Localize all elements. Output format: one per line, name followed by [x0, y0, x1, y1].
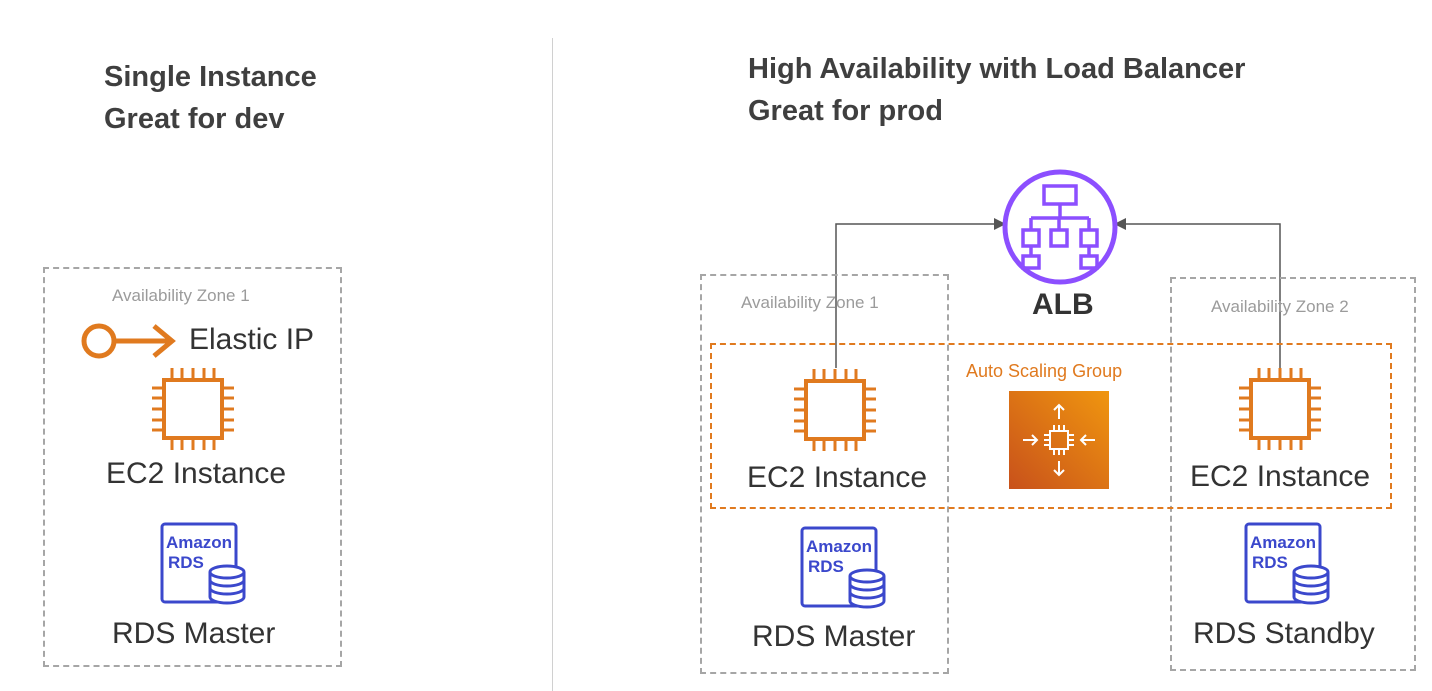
arrowhead-left: [994, 218, 1006, 230]
availability-zone-box-left: [43, 267, 342, 667]
amazon-rds-icon: Amazon RDS: [160, 522, 246, 605]
arrow-left-to-alb: [835, 223, 996, 368]
right-heading-line2: Great for prod: [748, 95, 943, 127]
ec2-label-zone1: EC2 Instance: [747, 461, 928, 494]
ec2-label-left: EC2 Instance: [106, 457, 287, 490]
arrowhead-right: [1114, 218, 1126, 230]
ec2-chip-icon: [152, 368, 234, 450]
rds-icon-text-line1: Amazon: [806, 537, 872, 556]
arrow-right-to-alb: [1124, 223, 1281, 368]
rds-standby-label: RDS Standby: [1193, 617, 1375, 650]
rds-icon-text-line1: Amazon: [1250, 533, 1316, 552]
left-heading: Single Instance Great for dev: [104, 56, 317, 140]
section-divider: [552, 38, 553, 691]
alb-label: ALB: [1032, 288, 1094, 321]
right-heading-line1: High Availability with Load Balancer: [748, 53, 1246, 85]
availability-zone-box-1: [700, 274, 949, 674]
amazon-rds-icon-master: Amazon RDS: [800, 526, 886, 609]
rds-icon-text-line2: RDS: [1252, 553, 1288, 572]
auto-scaling-group-box: [710, 343, 1392, 509]
auto-scaling-group-label: Auto Scaling Group: [966, 361, 1123, 381]
availability-zone-label-left: Availability Zone 1: [112, 286, 250, 305]
rds-master-label-left: RDS Master: [112, 617, 276, 650]
auto-scaling-icon: [1009, 391, 1109, 489]
ec2-chip-icon-zone1: [794, 369, 876, 451]
ec2-chip-icon-zone2: [1239, 368, 1321, 450]
left-heading-line2: Great for dev: [104, 103, 285, 135]
rds-icon-text-line1: Amazon: [166, 533, 232, 552]
elastic-ip-label: Elastic IP: [189, 323, 315, 356]
elastic-ip-icon: [81, 323, 176, 359]
rds-icon-text-line2: RDS: [808, 557, 844, 576]
ec2-label-zone2: EC2 Instance: [1190, 460, 1371, 493]
load-balancer-icon: [1002, 169, 1118, 285]
amazon-rds-icon-standby: Amazon RDS: [1244, 522, 1330, 605]
availability-zone-label-1: Availability Zone 1: [741, 293, 879, 312]
availability-zone-box-2: [1170, 277, 1416, 671]
rds-icon-text-line2: RDS: [168, 553, 204, 572]
availability-zone-label-2: Availability Zone 2: [1211, 297, 1349, 316]
rds-master-label: RDS Master: [752, 620, 916, 653]
right-heading: High Availability with Load Balancer Gre…: [748, 48, 1245, 132]
left-heading-line1: Single Instance: [104, 61, 317, 93]
